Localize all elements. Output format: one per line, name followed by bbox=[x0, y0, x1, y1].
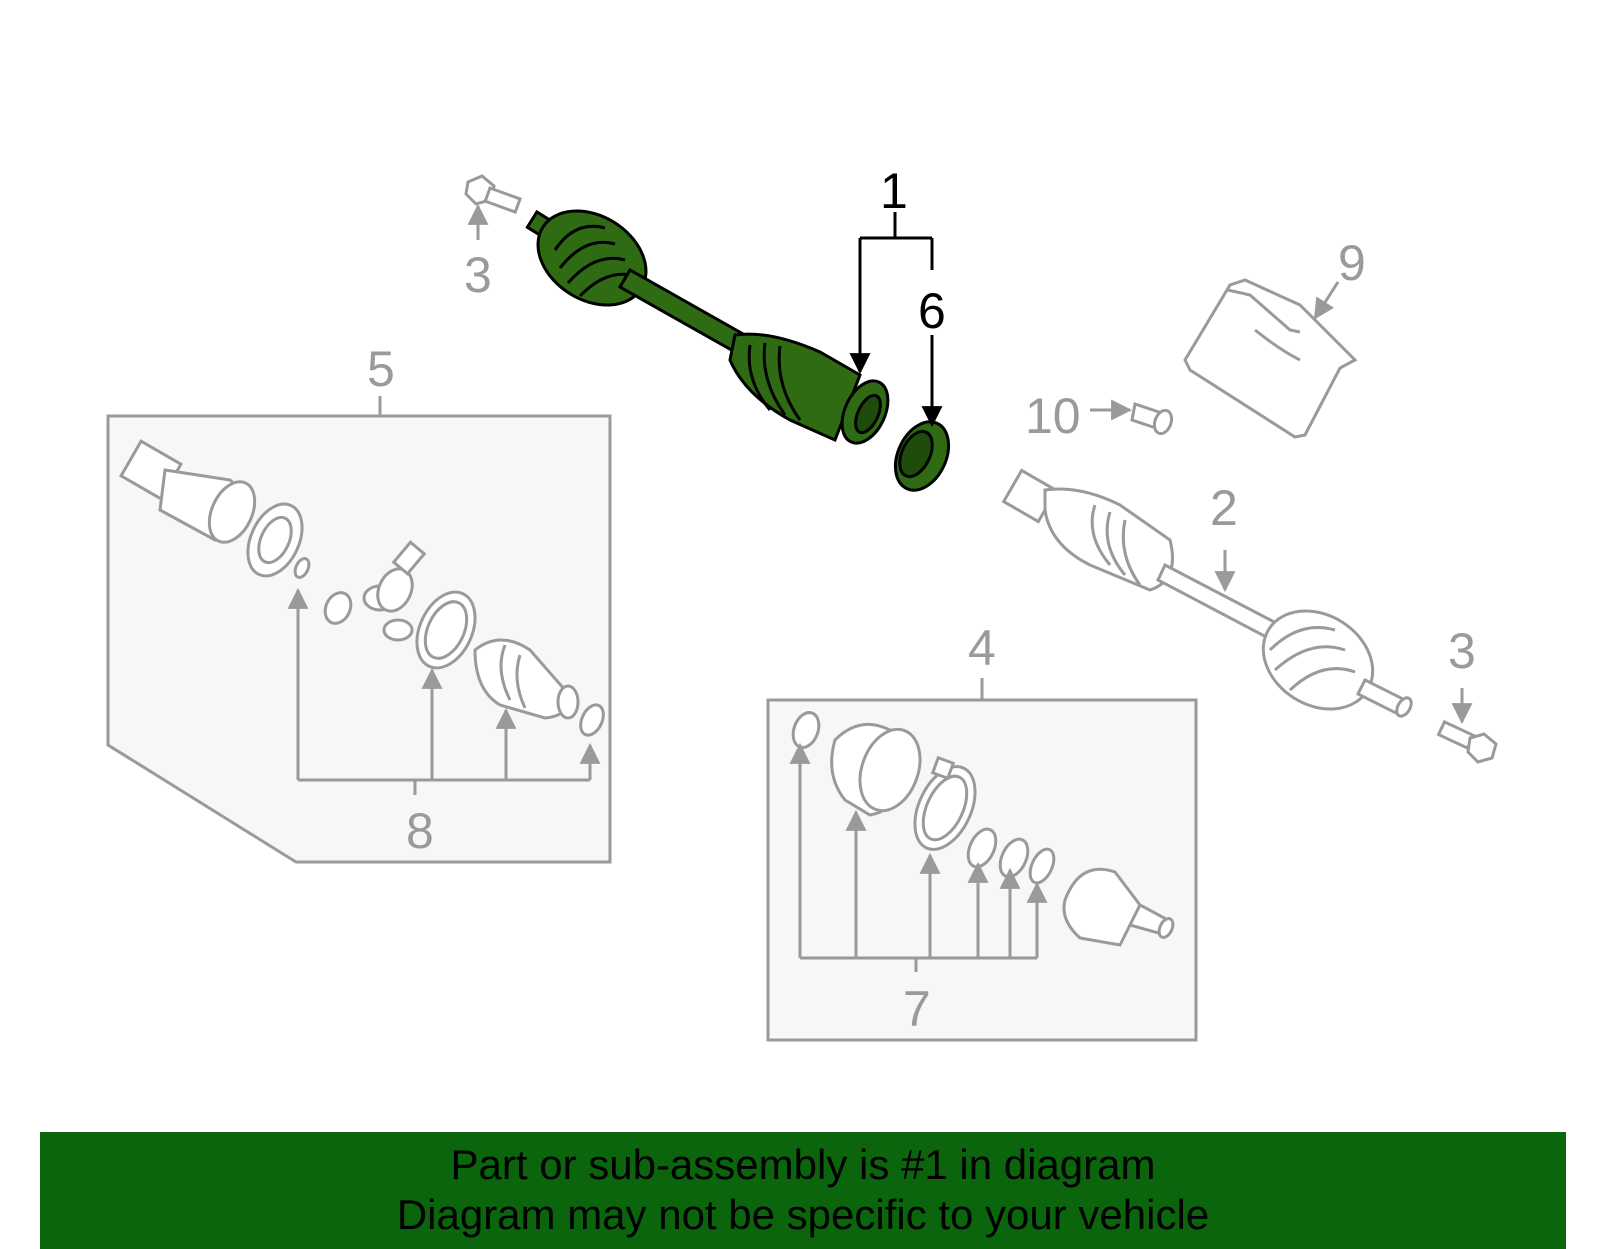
callout-6: 6 bbox=[918, 283, 946, 339]
banner-line-disclaimer: Diagram may not be specific to your vehi… bbox=[396, 1191, 1210, 1238]
callout-3-top: 3 bbox=[464, 247, 492, 303]
callout-9: 9 bbox=[1338, 235, 1366, 291]
callout-9-leader bbox=[1313, 281, 1340, 320]
heat-shield bbox=[1183, 278, 1358, 439]
dowel-pin bbox=[1130, 402, 1174, 436]
callout-1: 1 bbox=[880, 163, 908, 219]
callout-4: 4 bbox=[968, 620, 996, 676]
callout-8: 8 bbox=[406, 803, 434, 859]
callout-1-leader bbox=[849, 212, 943, 428]
outer-joint-kit-box bbox=[766, 678, 1198, 1042]
callout-10: 10 bbox=[1025, 388, 1081, 444]
callout-2: 2 bbox=[1210, 480, 1238, 536]
bolt-top bbox=[464, 174, 522, 215]
seal-ring-highlighted bbox=[893, 420, 951, 492]
info-banner: Part or sub-assembly is #1 in diagram Di… bbox=[40, 1132, 1566, 1249]
banner-line-part-info: Part or sub-assembly is #1 in diagram bbox=[450, 1141, 1156, 1188]
callout-5: 5 bbox=[367, 341, 395, 397]
inner-joint-kit-box bbox=[106, 396, 612, 864]
axle-shaft-opposite-side bbox=[1001, 468, 1413, 718]
callout-3-right: 3 bbox=[1448, 623, 1476, 679]
callout-7: 7 bbox=[903, 981, 931, 1037]
axle-shaft-assembly-highlighted bbox=[525, 209, 890, 445]
bolt-right bbox=[1436, 719, 1498, 764]
